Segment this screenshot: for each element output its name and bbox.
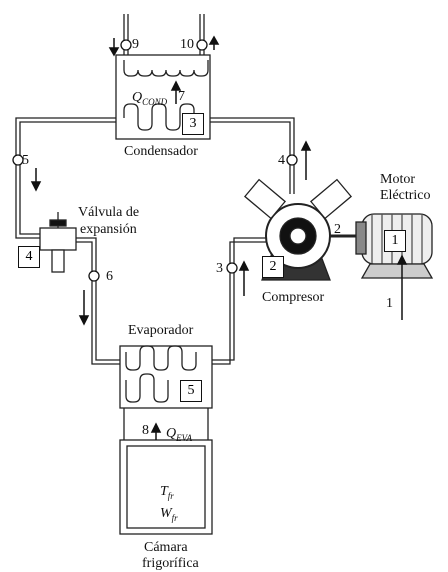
state-point-6-label: 6 [106,269,113,284]
component-box-3: 3 [182,113,204,135]
condenser-coil-bottom [123,103,195,131]
state-point-10 [196,39,208,51]
valve-label-line1: Válvula de [78,205,140,220]
q-evap-label: QEVA [166,426,192,443]
motor-label-line1: Motor [380,172,415,187]
evaporator [119,345,213,409]
state-point-9 [120,39,132,51]
pipe-condenser-to-valve [15,117,116,239]
component-box-2: 2 [262,256,284,278]
chamber-label-line2: frigorífica [142,556,199,571]
state-point-10-label: 10 [180,37,194,52]
t-fr-label: Tfr [160,484,174,501]
evaporator-coil [125,345,197,371]
evaporator-label: Evaporador [128,323,194,338]
condenser-coil-top [123,60,209,77]
motor-label-line2: Eléctrico [380,188,431,203]
state-point-4 [286,154,298,166]
valve-label-line2: expansión [80,222,137,237]
w-fr-label: Wfr [160,506,178,523]
state-point-8-label: 8 [142,423,149,438]
chamber-label-line1: Cámara [144,540,188,555]
component-box-1: 1 [384,230,406,252]
state-point-3-label: 3 [216,261,223,276]
state-point-4-label: 4 [278,153,285,168]
component-box-5: 5 [180,380,202,402]
component-box-4: 4 [18,246,40,268]
compressor-label: Compresor [262,290,325,305]
state-point-9-label: 9 [132,37,139,52]
pipe-compressor-to-condenser [210,117,295,194]
state-point-3 [226,262,238,274]
pipe-valve-to-evaporator [76,237,120,361]
state-point-7-label: 7 [178,89,185,104]
state-point-1-label: 1 [386,296,393,311]
expansion-valve [39,227,77,251]
state-point-6 [88,270,100,282]
q-cond-label: QCOND [132,90,168,107]
condenser-label: Condensador [124,144,198,159]
refrigerated-chamber [119,439,213,535]
pipe-evaporator-to-compressor [212,237,266,361]
state-point-5-label: 5 [22,153,29,168]
condenser [115,54,211,140]
state-point-5 [12,154,24,166]
state-point-2-label: 2 [334,222,341,237]
